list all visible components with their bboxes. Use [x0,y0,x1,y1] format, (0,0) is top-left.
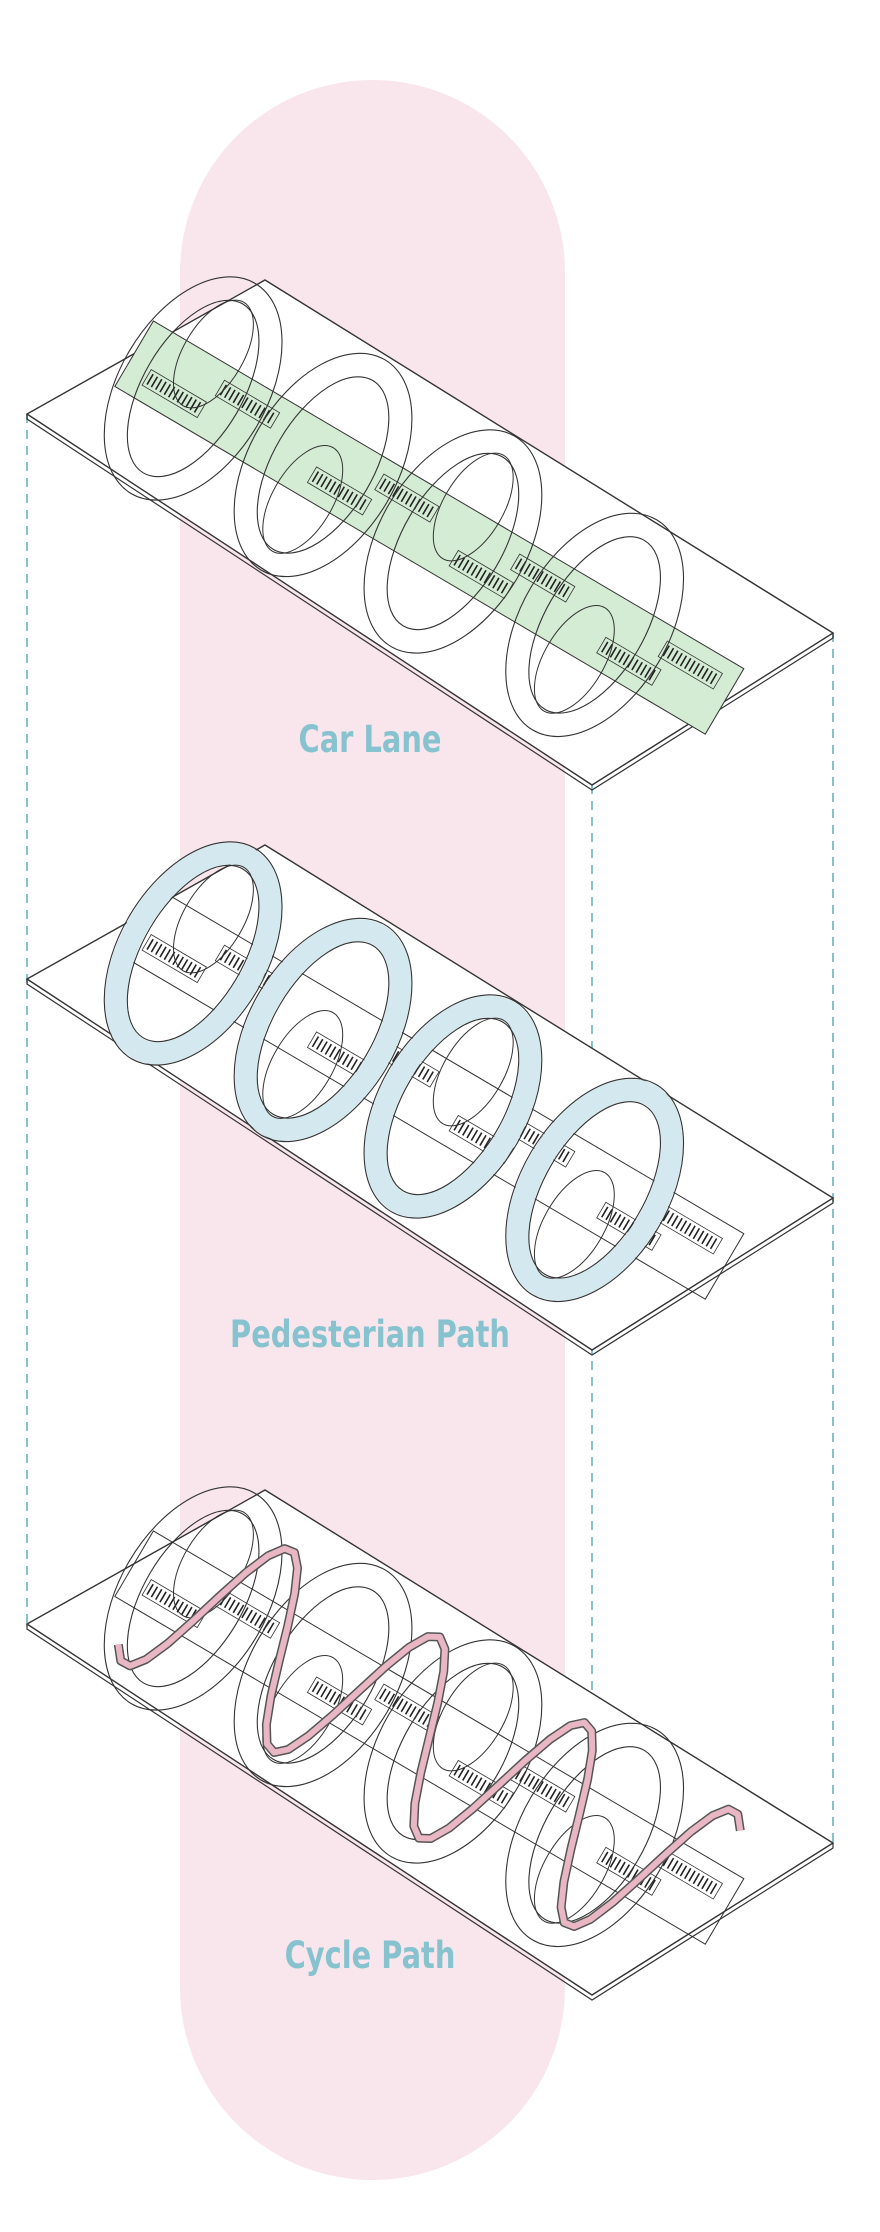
crosswalk-stripes [214,379,281,429]
road-loop [363,994,543,1219]
plate-surface [25,844,835,1351]
road-band [114,1530,745,1945]
plate-pedestrian [25,841,835,1356]
crosswalk-stripes [510,553,576,603]
plate-cycle [25,1486,835,2001]
crosswalk-stripes [596,1846,662,1896]
road-loop [233,917,413,1143]
plate-edge [26,979,834,1356]
layer-label-cycle-path: Cycle Path [284,1934,456,1977]
road-loop [363,1639,543,1864]
plate-edge [26,414,834,791]
crosswalk-stripes [596,636,662,686]
crosswalk-stripes [374,473,440,523]
road-loop [505,1722,685,1948]
road-loop [103,276,283,501]
plate-edge [26,1624,834,2001]
cycle-path [115,1545,744,1930]
road-loop [363,429,543,654]
road-loop [233,352,413,578]
crosswalk-stripes [657,1205,724,1255]
road-loop [505,512,685,738]
plate-car [25,276,835,791]
crosswalk-stripes [657,640,724,690]
road-loop [103,841,283,1066]
road-loop [505,1077,685,1303]
road-band [114,320,745,735]
layer-label-pedestrian-path: Pedesterian Path [230,1313,510,1356]
layer-label-car-lane: Car Lane [298,718,442,761]
